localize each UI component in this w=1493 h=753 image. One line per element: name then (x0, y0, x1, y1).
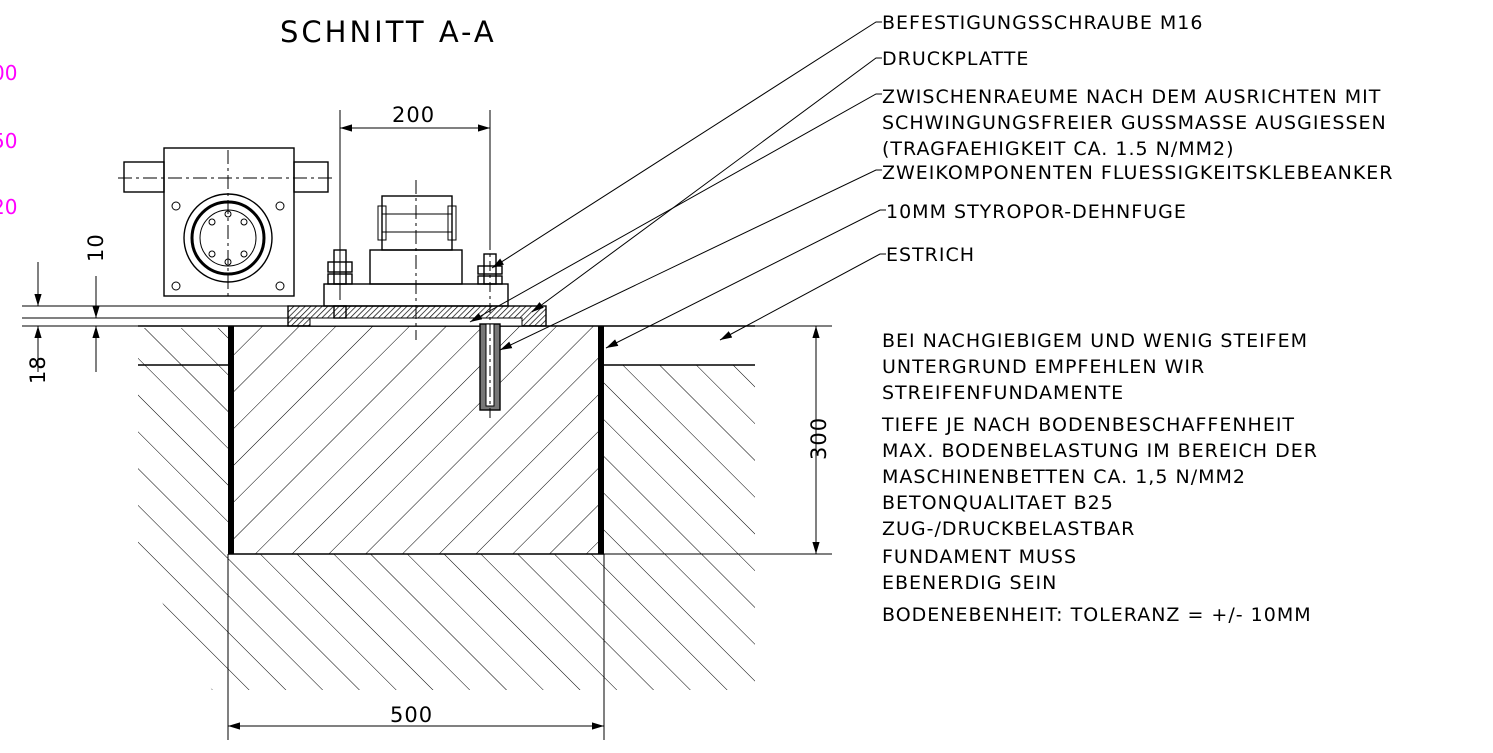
anchor-bolt (477, 240, 503, 420)
callout-grout-line-3: (TRAGFAEHIGKEIT CA. 1.5 N/MM2) (882, 138, 1235, 160)
note-line-8: ZUG-/DRUCKBELASTBAR (882, 518, 1135, 540)
note-line-9: FUNDAMENT MUSS (882, 546, 1077, 568)
callout-grout-line-1: ZWISCHENRAEUME NACH DEM AUSRICHTEN MIT (882, 86, 1381, 108)
note-line-5: MAX. BODENBELASTUNG IM BEREICH DER (882, 440, 1318, 462)
dimension-10-label: 10 (84, 233, 108, 262)
note-line-2: UNTERGRUND EMPFEHLEN WIR (882, 356, 1205, 378)
callout-pressure-plate: DRUCKPLATTE (882, 48, 1029, 70)
edge-value-2: 50 (0, 129, 17, 153)
note-line-3: STREIFENFUNDAMENTE (882, 382, 1124, 404)
dimension-200-label: 200 (392, 103, 435, 127)
note-line-6: MASCHINENBETTEN CA. 1,5 N/MM2 (882, 466, 1246, 488)
note-line-1: BEI NACHGIEBIGEM UND WENIG STEIFEM (882, 330, 1308, 352)
machine-unit (323, 180, 509, 340)
dimension-500-label: 500 (390, 703, 433, 727)
callout-adhesive-anchor: ZWEIKOMPONENTEN FLUESSIGKEITSKLEBEANKER (882, 162, 1394, 184)
callouts: BEFESTIGUNGSSCHRAUBE M16 DRUCKPLATTE ZWI… (882, 12, 1394, 266)
callout-screed: ESTRICH (886, 244, 975, 266)
grout-layer (287, 305, 547, 327)
note-line-11: BODENEBENHEIT: TOLERANZ = +/- 10MM (882, 604, 1312, 626)
dimension-200: 200 (339, 103, 491, 300)
note-line-10: EBENERDIG SEIN (882, 572, 1057, 594)
edge-value-1: 00 (0, 61, 17, 85)
dimension-300-label: 300 (807, 417, 831, 460)
gearbox-view (118, 147, 334, 300)
dimension-300: 300 (604, 325, 832, 555)
edge-value-3: 20 (0, 195, 17, 219)
note-line-4: TIEFE JE NACH BODENBESCHAFFENHEIT (881, 414, 1295, 436)
section-title: SCHNITT A-A (280, 15, 497, 49)
note-line-7: BETONQUALITAET B25 (882, 492, 1114, 514)
callout-fastening-screw: BEFESTIGUNGSSCHRAUBE M16 (882, 12, 1203, 34)
dimension-18-label: 18 (26, 355, 50, 384)
leader-lines (469, 21, 886, 351)
callout-expansion-joint: 10MM STYROPOR-DEHNFUGE (886, 201, 1187, 223)
dimension-500: 500 (227, 554, 605, 740)
dimension-10-18: 10 18 (22, 233, 310, 384)
callout-grout-line-2: SCHWINGUNGSFREIER GUSSMASSE AUSGIESSEN (882, 112, 1387, 134)
concrete-foundation (228, 325, 604, 555)
notes: BEI NACHGIEBIGEM UND WENIG STEIFEM UNTER… (881, 330, 1318, 626)
